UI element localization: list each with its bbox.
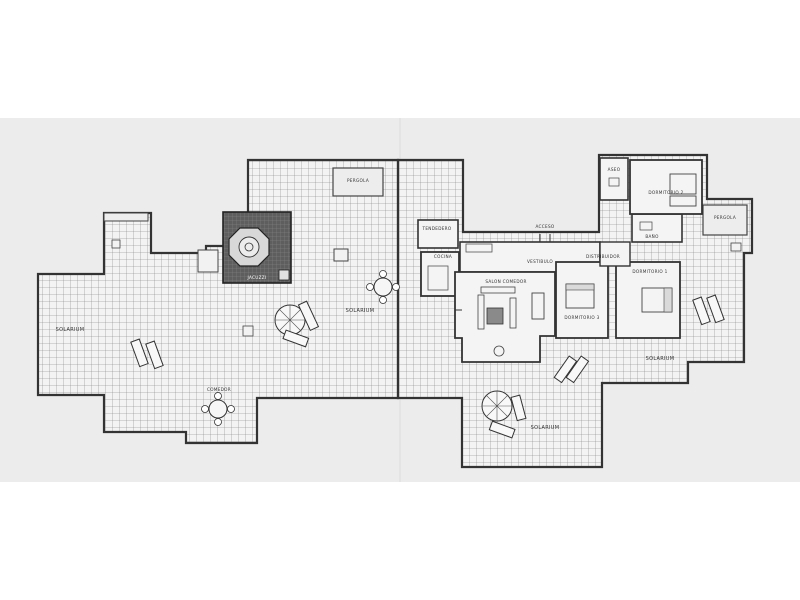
pergola-left-post [103,212,149,222]
shower [242,325,254,337]
label-bano: BAÑO [645,234,659,239]
label-solarium-center: SOLARIUM [346,308,375,314]
label-pergola-top: PERGOLA [347,178,369,183]
label-tendedero: TENDEDERO [422,226,452,231]
label-salon-comedor: SALON COMEDOR [485,279,526,284]
barbecue [333,248,349,262]
label-acceso: ACCESO [535,224,554,229]
label-solarium-south: SOLARIUM [531,425,560,431]
label-comedor: COMEDOR [207,387,231,392]
sun-loungers [130,294,725,439]
label-cocina: COCINA [434,254,452,259]
label-solarium-east: SOLARIUM [646,356,675,362]
jacuzzi-center [244,242,254,252]
label-pergola-right: PERGOLA [714,215,736,220]
umbrella-south [481,390,513,422]
label-dormitorio-3: DORMITORIO 3 [564,315,599,320]
house-interior [417,157,703,363]
jacuzzi-inner [238,236,260,258]
label-vestibulo: VESTIBULO [527,259,553,264]
label-solarium-west: SOLARIUM [56,327,85,333]
label-jacuzzi: JACUZZI [247,275,267,280]
pergola-top [332,167,384,197]
pergola-right [702,204,748,236]
corner-post-east [730,242,742,252]
label-distribuidor: DISTRIBUIDOR [586,254,620,259]
outdoor-table-center [366,270,400,304]
label-dormitorio-2: DORMITORIO 2 [648,190,683,195]
label-aseo: ASEO [608,167,621,172]
jacuzzi-step [278,269,290,281]
outdoor-dining-set [201,392,235,426]
label-dormitorio-1: DORMITORIO 1 [632,269,667,274]
utility-box [197,249,219,273]
corner-post-west [111,239,121,249]
